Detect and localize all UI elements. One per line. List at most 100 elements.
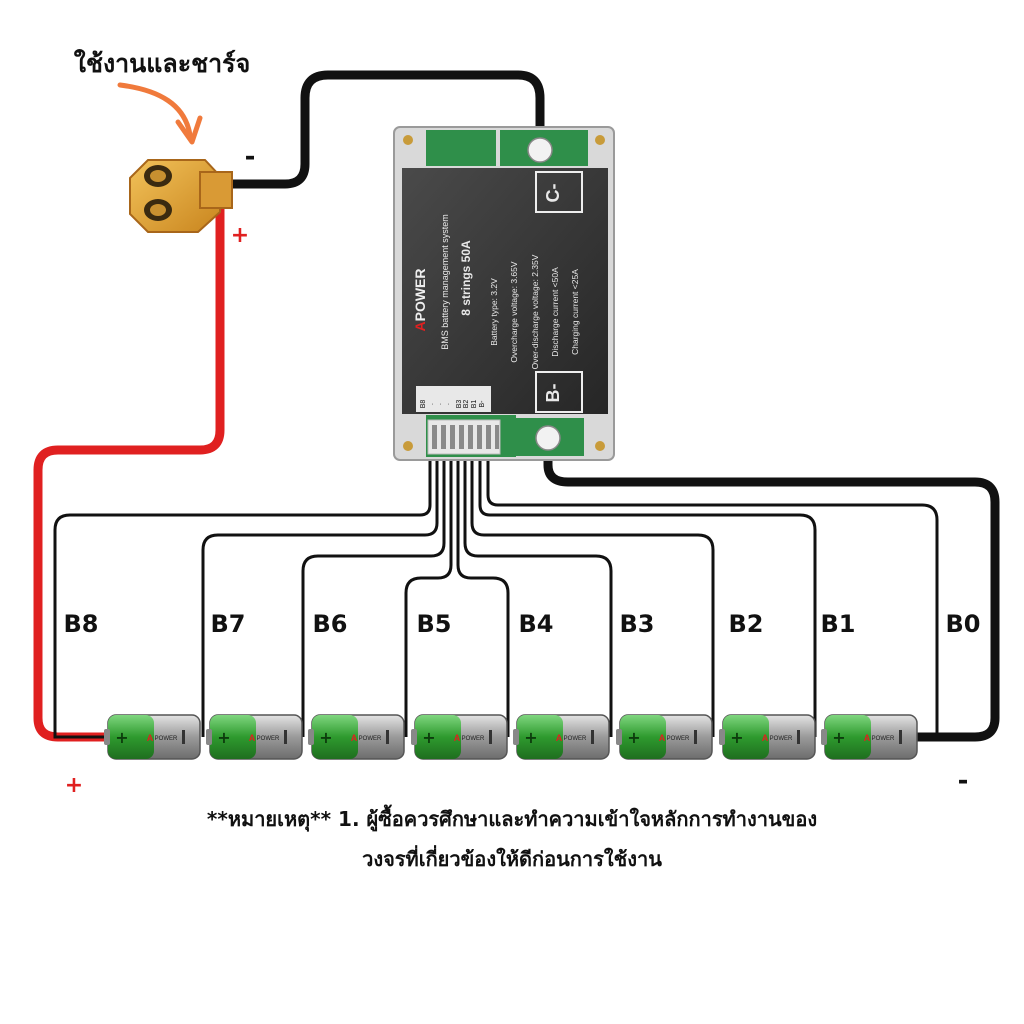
cell-plus-icon: + xyxy=(627,728,640,747)
cell-brand: POWER xyxy=(462,736,485,742)
spec-line: Over-discharge voltage: 2.35V xyxy=(530,254,540,369)
cell-terminal xyxy=(308,729,314,745)
cell-logo-icon: A xyxy=(147,733,154,743)
note-line-2: วงจรที่เกี่ยวข้องให้ดีก่อนการใช้งาน xyxy=(362,847,662,871)
spec-line: Discharge current <50A xyxy=(550,267,560,357)
brand-logo-prefix: A xyxy=(412,321,428,331)
b-terminal-screw xyxy=(535,425,561,451)
cell-wrap-green xyxy=(210,715,256,759)
b-minus-wire xyxy=(543,450,1000,742)
model-name: 8 strings 50A xyxy=(459,240,473,316)
balance-label-b2: B2 xyxy=(729,610,764,638)
bms-board: C- B- APOWER BMS battery management syst… xyxy=(393,126,615,461)
xt60-connector xyxy=(129,159,233,233)
cell-brand: POWER xyxy=(155,736,178,742)
cell-logo-icon: A xyxy=(556,733,563,743)
cell-brand: POWER xyxy=(564,736,587,742)
b-minus-label: B- xyxy=(543,384,563,403)
cell-plus-icon: + xyxy=(832,728,845,747)
pin-label: B- xyxy=(479,400,486,408)
balance-label-b5: B5 xyxy=(417,610,452,638)
balance-label-b3: B3 xyxy=(620,610,655,638)
pin-label: . xyxy=(428,403,435,405)
cell-minus-icon xyxy=(899,730,902,744)
cell-brand: POWER xyxy=(872,736,895,742)
spec-line: Battery type: 3.2V xyxy=(489,278,499,346)
cell-minus-icon xyxy=(591,730,594,744)
b-minus-box xyxy=(535,371,583,413)
pointer-arrow xyxy=(117,82,193,138)
brand-logo-name: POWER xyxy=(412,268,428,321)
pin-label: . xyxy=(436,403,443,405)
cell-plus-icon: + xyxy=(422,728,435,747)
cell-minus-icon xyxy=(386,730,389,744)
cell-terminal xyxy=(104,729,110,745)
mount-hole xyxy=(403,441,413,451)
cell-logo-icon: A xyxy=(762,733,769,743)
cell-plus-icon: + xyxy=(217,728,230,747)
pointer-arrowhead xyxy=(175,115,203,145)
balance-label-b8: B8 xyxy=(64,610,99,638)
cell-logo-icon: A xyxy=(351,733,358,743)
brand-logo: APOWER xyxy=(412,268,428,331)
c-minus-box xyxy=(535,171,583,213)
c-minus-wire xyxy=(232,70,545,189)
cell-terminal xyxy=(206,729,212,745)
cell-brand: POWER xyxy=(359,736,382,742)
cell-terminal xyxy=(719,729,725,745)
mount-hole xyxy=(595,441,605,451)
cell-terminal xyxy=(821,729,827,745)
cell-minus-icon xyxy=(182,730,185,744)
cell-terminal xyxy=(616,729,622,745)
balance-label-b1: B1 xyxy=(821,610,856,638)
cell-terminal xyxy=(513,729,519,745)
pin-label: . xyxy=(444,403,451,405)
positive-red-wire xyxy=(33,205,225,742)
cell-logo-icon: A xyxy=(454,733,461,743)
pack-plus-sign: + xyxy=(65,773,83,798)
balance-label-b0: B0 xyxy=(946,610,981,638)
cell-wrap-green xyxy=(415,715,461,759)
mount-hole xyxy=(403,135,413,145)
cell-brand: POWER xyxy=(770,736,793,742)
balance-wires xyxy=(53,455,939,739)
c-terminal-screw xyxy=(527,137,553,163)
c-minus-label: C- xyxy=(543,184,563,203)
pcb-strip-top xyxy=(426,130,496,166)
cell-minus-icon xyxy=(489,730,492,744)
cell-logo-icon: A xyxy=(864,733,871,743)
balance-label-b4: B4 xyxy=(519,610,554,638)
cell-plus-icon: + xyxy=(730,728,743,747)
note-line-1: **หมายเหตุ** 1. ผู้ซื้อควรศึกษาและทำความ… xyxy=(206,807,818,831)
pin-label: B2 xyxy=(463,400,470,409)
balance-label-group: B8 B7 B6 B5 B4 B3 B2 B1 B0 xyxy=(64,610,981,638)
spec-line: Charging current <25A xyxy=(570,269,580,355)
cell-minus-icon xyxy=(797,730,800,744)
cell-minus-icon xyxy=(284,730,287,744)
cell-brand: POWER xyxy=(667,736,690,742)
pin-label: B1 xyxy=(471,400,478,409)
product-name: BMS battery management system xyxy=(440,214,450,350)
cell-wrap-green xyxy=(108,715,154,759)
pin-label-pad xyxy=(416,386,491,412)
pin-label: B3 xyxy=(456,400,463,409)
cell-plus-icon: + xyxy=(115,728,128,747)
cell-logo-icon: A xyxy=(249,733,256,743)
balance-label-b6: B6 xyxy=(313,610,348,638)
cell-wrap-green xyxy=(312,715,358,759)
cell-wrap-green xyxy=(825,715,871,759)
cell-logo-icon: A xyxy=(659,733,666,743)
balance-label-b7: B7 xyxy=(211,610,246,638)
pin-label: B8 xyxy=(420,400,427,409)
usage-charge-title: ใช้งานและชาร์จ xyxy=(74,48,250,78)
cell-brand: POWER xyxy=(257,736,280,742)
